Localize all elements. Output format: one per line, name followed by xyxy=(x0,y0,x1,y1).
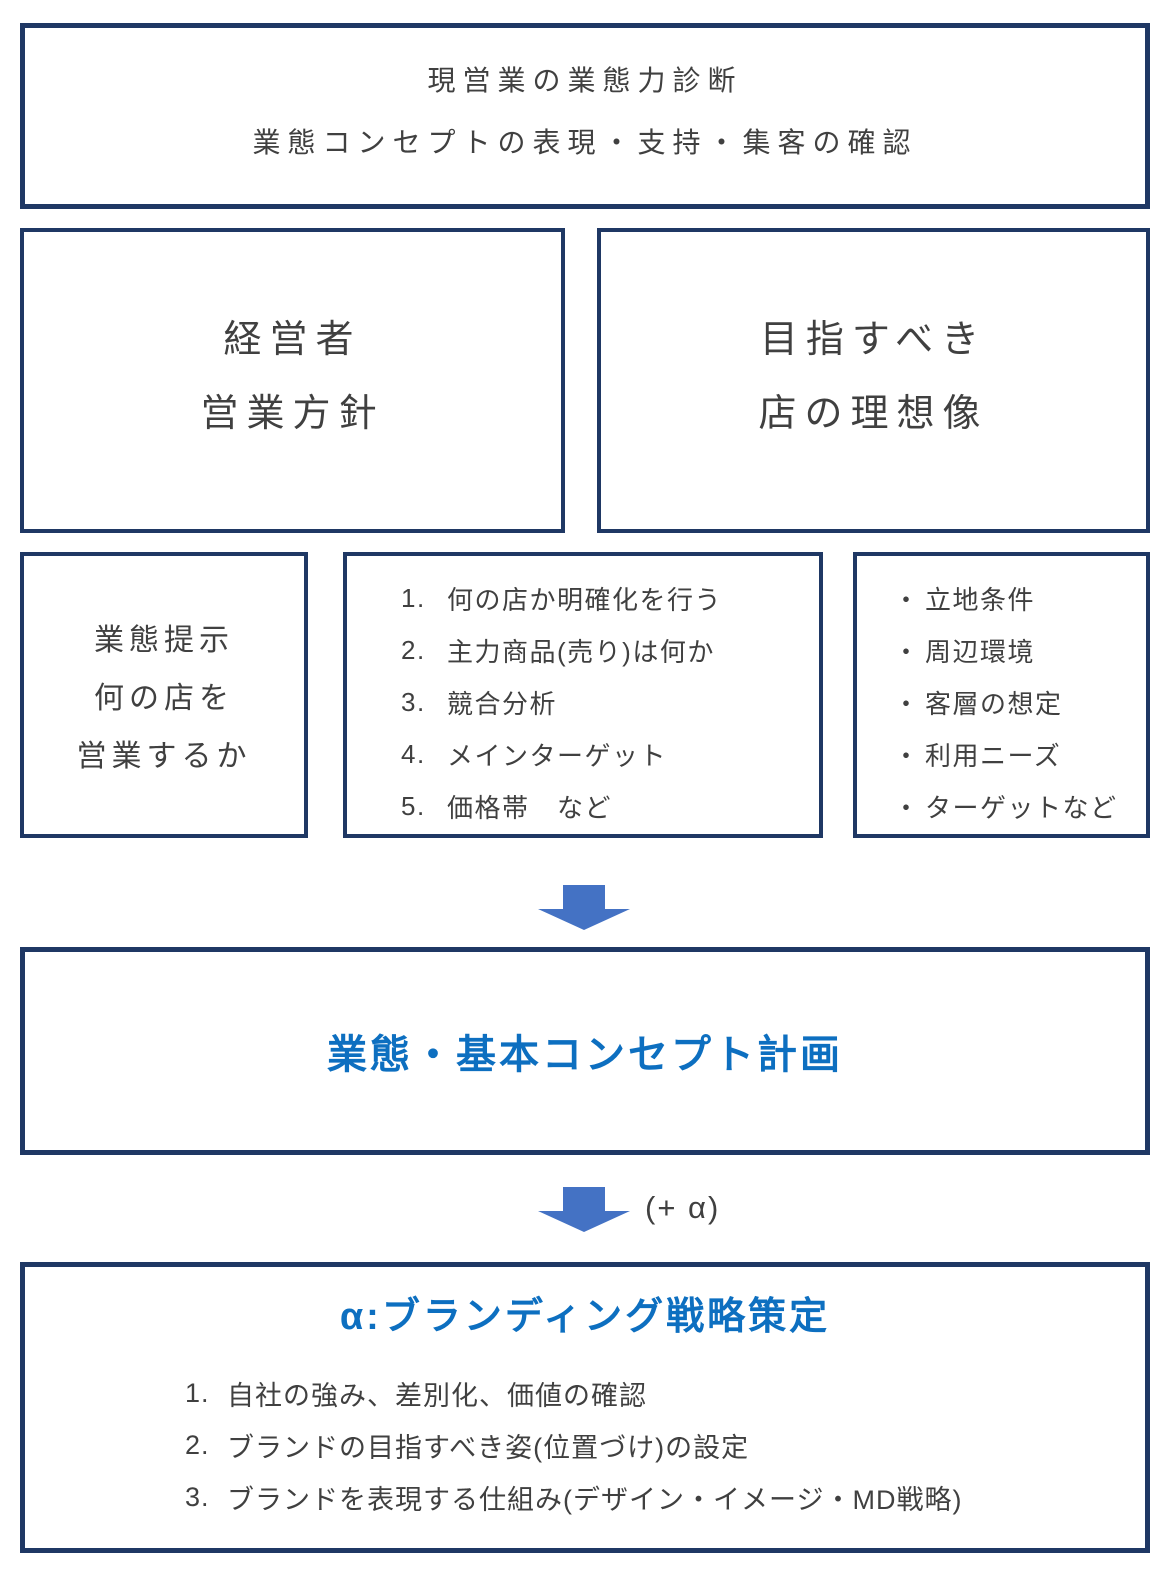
list-item-text: ブランドの目指すべき姿(位置づけ)の設定 xyxy=(227,1432,750,1463)
list-item: 4. メインターゲット xyxy=(401,728,819,780)
list-item: ・ ターゲットなど xyxy=(893,780,1146,832)
list-number: 1. xyxy=(401,582,426,613)
bullet-icon: ・ xyxy=(893,636,921,667)
list-number: 2. xyxy=(185,1429,210,1460)
list-item-text: 何の店か明確化を行う xyxy=(447,584,723,615)
owner-policy-line-2: 営業方針 xyxy=(200,392,385,435)
format-presentation-line-2: 何の店を xyxy=(94,682,234,715)
diagnosis-line-2: 業態コンセプトの表現・支持・集客の確認 xyxy=(252,127,918,158)
format-presentation-line-3: 営業するか xyxy=(76,740,252,773)
list-item: 2. 主力商品(売り)は何か xyxy=(401,624,819,676)
list-item: 5. 価格帯 など xyxy=(401,780,819,832)
list-item: ・ 立地条件 xyxy=(893,572,1146,624)
list-item: ・ 周辺環境 xyxy=(893,624,1146,676)
bullet-icon: ・ xyxy=(893,792,921,823)
list-item: 1. 何の店か明確化を行う xyxy=(401,572,819,624)
diagnosis-line-1: 現営業の業態力診断 xyxy=(427,65,743,96)
diagnosis-box: 現営業の業態力診断 業態コンセプトの表現・支持・集客の確認 xyxy=(20,23,1150,209)
branding-strategy-box: α:ブランディング戦略策定 1. 自社の強み、差別化、価値の確認 2. ブランド… xyxy=(20,1262,1150,1553)
list-number: 3. xyxy=(401,686,426,717)
list-number: 1. xyxy=(185,1377,210,1408)
list-item: 2. ブランドの目指すべき姿(位置づけ)の設定 xyxy=(185,1419,1145,1471)
list-item-text: 立地条件 xyxy=(925,584,1036,615)
list-item: ・ 利用ニーズ xyxy=(893,728,1146,780)
bullet-icon: ・ xyxy=(893,584,921,615)
plus-alpha-label: (+ α) xyxy=(645,1190,721,1225)
list-item: 1. 自社の強み、差別化、価値の確認 xyxy=(185,1367,1145,1419)
list-item-text: 周辺環境 xyxy=(925,636,1036,667)
list-item-text: メインターゲット xyxy=(447,740,668,771)
owner-policy-box: 経営者 営業方針 xyxy=(20,228,565,533)
list-item-text: 客層の想定 xyxy=(925,688,1063,719)
basic-concept-plan-box: 業態・基本コンセプト計画 xyxy=(20,947,1150,1155)
ideal-store-line-2: 店の理想像 xyxy=(758,392,989,435)
bullet-icon: ・ xyxy=(893,740,921,771)
list-item-text: ターゲットなど xyxy=(925,792,1118,823)
list-item: 3. ブランドを表現する仕組み(デザイン・イメージ・MD戦略) xyxy=(185,1471,1145,1523)
ideal-store-line-1: 目指すべき xyxy=(759,318,988,361)
list-item: 3. 競合分析 xyxy=(401,676,819,728)
list-item-text: 主力商品(売り)は何か xyxy=(447,636,715,667)
bullet-icon: ・ xyxy=(893,688,921,719)
list-item: ・ 客層の想定 xyxy=(893,676,1146,728)
list-item-text: 利用ニーズ xyxy=(925,740,1062,771)
list-number: 5. xyxy=(401,790,426,821)
owner-policy-line-1: 経営者 xyxy=(223,318,362,361)
clarification-checklist-box: 1. 何の店か明確化を行う 2. 主力商品(売り)は何か 3. 競合分析 4. … xyxy=(343,552,823,838)
list-number: 4. xyxy=(401,738,426,769)
list-item-text: 競合分析 xyxy=(447,688,558,719)
location-conditions-box: ・ 立地条件 ・ 周辺環境 ・ 客層の想定 ・ 利用ニーズ ・ ターゲットなど xyxy=(853,552,1150,838)
ideal-store-box: 目指すべき 店の理想像 xyxy=(597,228,1150,533)
list-item-text: 価格帯 など xyxy=(447,792,613,823)
format-presentation-box: 業態提示 何の店を 営業するか xyxy=(20,552,308,838)
list-number: 2. xyxy=(401,634,426,665)
list-item-text: 自社の強み、差別化、価値の確認 xyxy=(227,1380,647,1411)
down-arrow-icon xyxy=(538,885,630,930)
format-presentation-line-1: 業態提示 xyxy=(94,624,234,657)
list-item-text: ブランドを表現する仕組み(デザイン・イメージ・MD戦略) xyxy=(227,1484,963,1515)
branding-strategy-list: 1. 自社の強み、差別化、価値の確認 2. ブランドの目指すべき姿(位置づけ)の… xyxy=(25,1367,1145,1523)
list-number: 3. xyxy=(185,1481,210,1512)
down-arrow-icon xyxy=(538,1187,630,1232)
branding-strategy-title: α:ブランディング戦略策定 xyxy=(339,1296,831,1338)
concept-plan-title: 業態・基本コンセプト計画 xyxy=(327,1033,843,1077)
